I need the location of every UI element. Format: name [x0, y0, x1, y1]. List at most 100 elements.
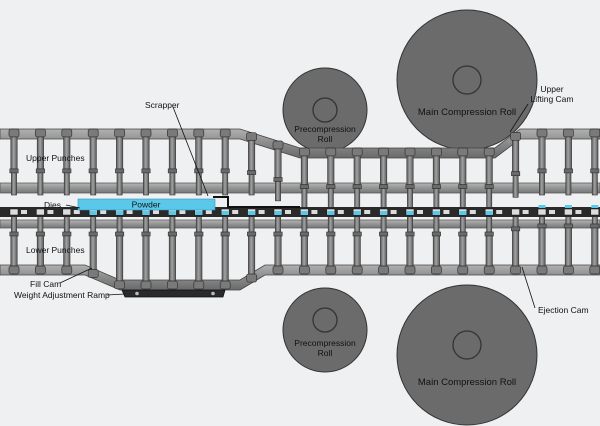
lower-punch [589, 207, 600, 275]
lower-punch [140, 215, 152, 290]
lower-punches [8, 207, 600, 290]
die-powder [485, 211, 493, 215]
tablet [538, 205, 546, 208]
die-web [575, 210, 582, 214]
upper-punch [483, 147, 495, 209]
powder-in-dies [89, 205, 599, 215]
upper-punch [457, 147, 469, 209]
upper-main-roll-label: Main Compression Roll [418, 107, 516, 118]
upper-punch [61, 128, 73, 196]
die-slot [537, 208, 547, 216]
die-web [258, 210, 265, 214]
lower-precompression-roll: Precompression Roll [282, 287, 368, 373]
upper-lifting-cam-label-1: Upper [540, 84, 563, 94]
die-web [73, 210, 80, 214]
upper-punch [8, 128, 20, 196]
die-web [205, 210, 212, 214]
die-web [522, 210, 529, 214]
die-powder [406, 211, 414, 215]
die-powder [248, 211, 256, 215]
die-slot [36, 208, 45, 216]
lower-punch [61, 215, 73, 275]
scrapper [213, 196, 300, 208]
die-web [443, 210, 450, 214]
ejection-cam-label: Ejection Cam [538, 305, 589, 315]
upper-precompression-label-2: Roll [318, 134, 333, 144]
tablet [564, 205, 572, 208]
die-powder [459, 211, 467, 215]
upper-punch [563, 128, 574, 196]
upper-lifting-cam-label-2: Lifting Cam [531, 94, 574, 104]
lower-punch [87, 215, 99, 278]
die-web [390, 210, 397, 214]
tablet [591, 205, 599, 208]
die-web [311, 210, 318, 214]
dies-label: Dies [44, 200, 61, 210]
upper-punch [589, 128, 600, 196]
upper-precompression-label-1: Precompression [294, 124, 356, 134]
powder-fill: Powder [77, 198, 216, 211]
upper-punch [404, 147, 416, 209]
die-powder [327, 211, 335, 215]
die-powder [116, 211, 124, 215]
die-web [469, 210, 476, 214]
lower-punch [563, 207, 574, 275]
upper-punch [140, 128, 152, 196]
lower-punch [272, 215, 284, 275]
die-web [232, 210, 239, 214]
lower-punch [167, 215, 178, 290]
fill-cam-label: Fill Cam [30, 279, 61, 289]
lower-punch [114, 215, 125, 290]
die-web [337, 210, 344, 214]
die-powder [142, 211, 150, 215]
upper-punch [219, 128, 231, 196]
die-slot [511, 208, 520, 216]
die-powder [221, 211, 229, 215]
lower-punch [510, 210, 521, 275]
upper-punch [35, 128, 46, 196]
weight-adjustment-ramp-label: Weight Adjustment Ramp [14, 290, 110, 300]
die-web [496, 210, 503, 214]
die-web [179, 210, 186, 214]
upper-punch [536, 128, 548, 196]
die-powder [195, 211, 203, 215]
scrapper-label: Scrapper [145, 100, 180, 110]
lower-punch [536, 207, 548, 275]
die-web [364, 210, 371, 214]
lower-punch [457, 215, 469, 275]
lower-punch [35, 215, 46, 275]
upper-punch [87, 128, 99, 196]
upper-punch [193, 128, 205, 196]
die-powder [432, 211, 440, 215]
lower-punch [219, 215, 231, 290]
lower-punch [299, 215, 310, 275]
lower-precompression-label-1: Precompression [294, 338, 356, 348]
die-web [126, 210, 133, 214]
die-powder [168, 211, 176, 215]
die-powder [89, 211, 97, 215]
lower-punch [351, 215, 363, 275]
die-powder [274, 211, 282, 215]
upper-punch [246, 132, 257, 196]
lower-main-compression-roll: Main Compression Roll [396, 284, 538, 426]
die-web [21, 210, 27, 214]
leader-lines [59, 103, 536, 309]
weight-adjustment-ramp [121, 289, 226, 298]
die-powder [380, 211, 388, 215]
lower-punches-label: Lower Punches [26, 245, 85, 255]
die-web [47, 210, 54, 214]
die-slot [564, 208, 573, 216]
upper-punch [167, 128, 178, 196]
lower-precompression-label-2: Roll [318, 348, 333, 358]
powder-label: Powder [132, 200, 161, 210]
lower-punch [431, 215, 442, 275]
upper-punches [8, 128, 600, 209]
upper-punch [351, 147, 363, 209]
die-web [285, 210, 291, 214]
upper-punch [325, 147, 337, 209]
die-slot [590, 208, 600, 216]
die-web [417, 210, 423, 214]
upper-punch [510, 131, 521, 198]
die-slot [9, 208, 19, 216]
